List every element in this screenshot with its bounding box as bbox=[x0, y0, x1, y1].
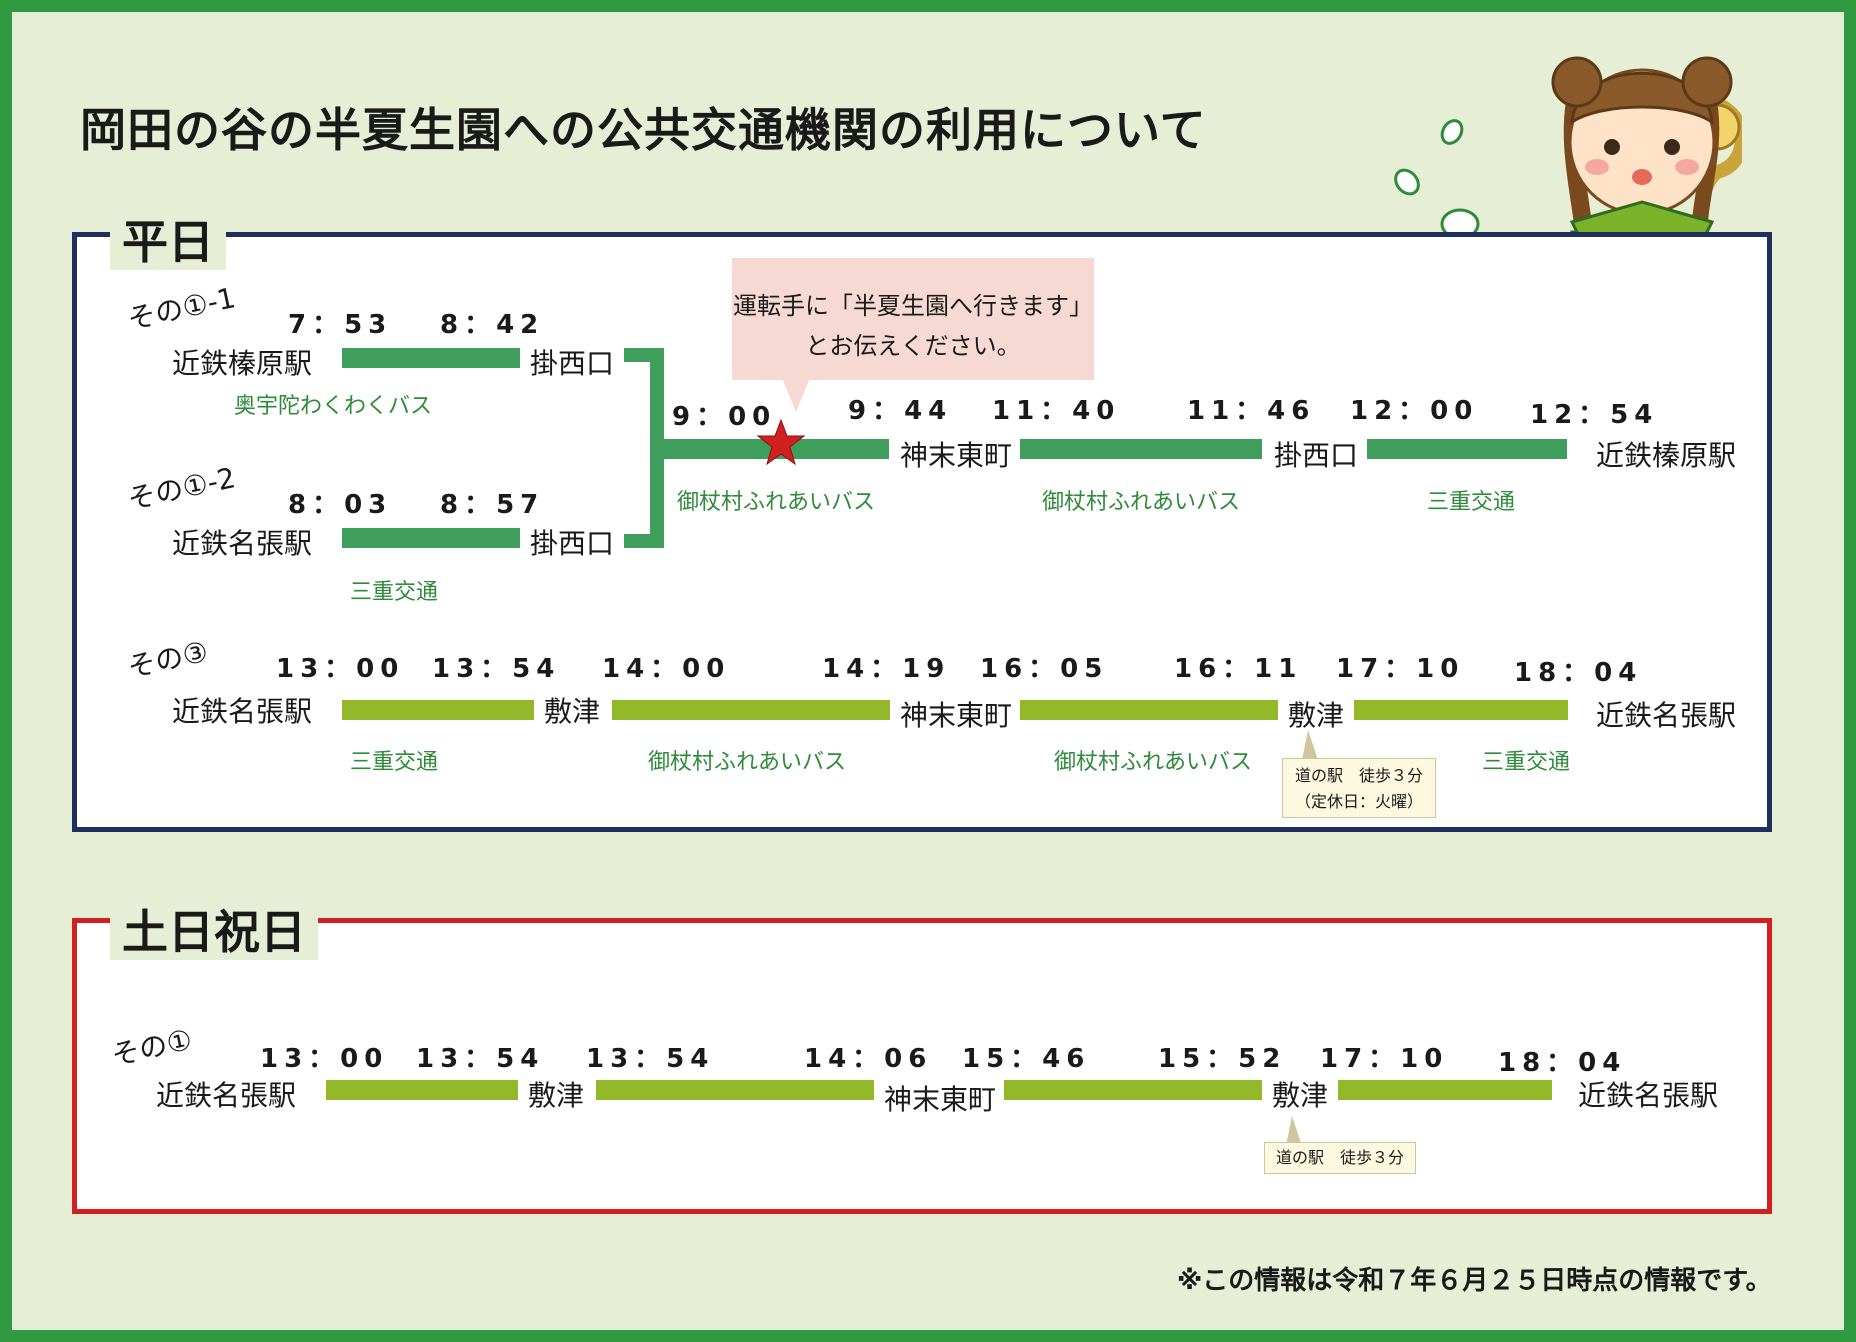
bus-segment bbox=[1367, 439, 1567, 459]
arrival-time: 12：54 bbox=[1530, 400, 1659, 430]
arrival-time: 8：57 bbox=[440, 490, 545, 520]
callout-line: 運転手に「半夏生園へ行きます」 bbox=[733, 292, 1093, 320]
info-date-footnote: ※この情報は令和７年６月２５日時点の情報です。 bbox=[1177, 1266, 1772, 1296]
bus-segment bbox=[1354, 700, 1568, 720]
merge-bracket-bottom bbox=[624, 534, 664, 548]
bus-segment bbox=[1020, 439, 1262, 459]
station-label: 敷津 bbox=[1272, 1079, 1329, 1112]
holiday-section-label: 土日祝日 bbox=[110, 904, 318, 960]
departure-time: 7：53 bbox=[288, 310, 393, 340]
roadside-station-note: 道の駅 徒歩３分 bbox=[1264, 1142, 1416, 1174]
station-label: 掛西口 bbox=[1274, 439, 1359, 472]
departure-time: 15：46 bbox=[962, 1044, 1091, 1074]
note-line: （定休日：火曜） bbox=[1294, 792, 1423, 811]
holiday-frame bbox=[72, 918, 1772, 1214]
departure-time: 11：40 bbox=[992, 396, 1121, 426]
bus-segment bbox=[1004, 1080, 1262, 1100]
operator-label: 三重交通 bbox=[350, 580, 439, 605]
operator-label: 御杖村ふれあいバス bbox=[677, 490, 876, 515]
driver-instruction-callout: 運転手に「半夏生園へ行きます」 とお伝えください。 bbox=[732, 258, 1094, 380]
departure-time: 16：05 bbox=[980, 654, 1109, 684]
merge-bracket-vertical bbox=[650, 348, 664, 548]
station-label: 敷津 bbox=[1288, 699, 1345, 732]
station-label: 掛西口 bbox=[530, 347, 615, 380]
star-marker-icon bbox=[756, 418, 806, 466]
station-label: 近鉄名張駅 bbox=[172, 695, 313, 728]
arrival-time: 13：54 bbox=[416, 1044, 545, 1074]
station-label: 近鉄名張駅 bbox=[1578, 1079, 1719, 1112]
arrival-time: 14：06 bbox=[804, 1044, 933, 1074]
callout-line: とお伝えください。 bbox=[805, 332, 1021, 360]
bus-segment bbox=[342, 528, 520, 548]
station-label: 近鉄榛原駅 bbox=[1596, 439, 1737, 472]
operator-label: 御杖村ふれあいバス bbox=[648, 750, 847, 775]
page-title: 岡田の谷の半夏生園への公共交通機関の利用について bbox=[80, 103, 1207, 157]
note-pointer bbox=[1302, 730, 1318, 760]
operator-label: 三重交通 bbox=[1482, 750, 1571, 775]
operator-label: 三重交通 bbox=[1427, 490, 1516, 515]
station-label: 神末東町 bbox=[884, 1083, 997, 1116]
departure-time: 8：03 bbox=[288, 490, 393, 520]
station-label: 敷津 bbox=[528, 1079, 585, 1112]
station-label: 近鉄名張駅 bbox=[1596, 699, 1737, 732]
station-label: 近鉄名張駅 bbox=[172, 527, 313, 560]
bus-segment bbox=[342, 348, 520, 368]
departure-time: 17：10 bbox=[1320, 1044, 1449, 1074]
departure-time: 9：00 bbox=[672, 402, 777, 432]
bus-segment bbox=[1338, 1080, 1552, 1100]
bus-segment bbox=[1020, 700, 1278, 720]
bus-segment bbox=[596, 1080, 874, 1100]
operator-label: 奥宇陀わくわくバス bbox=[234, 394, 433, 419]
callout-pointer bbox=[782, 378, 810, 412]
departure-time: 13：00 bbox=[276, 654, 405, 684]
arrival-time: 18：04 bbox=[1514, 658, 1643, 688]
operator-label: 御杖村ふれあいバス bbox=[1054, 750, 1253, 775]
bus-segment bbox=[342, 700, 534, 720]
departure-time: 14：00 bbox=[602, 654, 731, 684]
arrival-time: 13：54 bbox=[432, 654, 561, 684]
departure-time: 13：00 bbox=[260, 1044, 389, 1074]
roadside-station-note: 道の駅 徒歩３分 （定休日：火曜） bbox=[1282, 758, 1436, 818]
arrival-time: 11：46 bbox=[1187, 396, 1316, 426]
weekday-section-label: 平日 bbox=[110, 214, 226, 270]
arrival-time: 16：11 bbox=[1174, 654, 1303, 684]
departure-time: 13：54 bbox=[586, 1044, 715, 1074]
operator-label: 御杖村ふれあいバス bbox=[1042, 490, 1241, 515]
bus-segment bbox=[612, 700, 890, 720]
station-label: 神末東町 bbox=[900, 439, 1013, 472]
arrival-time: 18：04 bbox=[1498, 1048, 1627, 1078]
station-label: 近鉄榛原駅 bbox=[172, 347, 313, 380]
station-label: 神末東町 bbox=[900, 699, 1013, 732]
departure-time: 12：00 bbox=[1350, 396, 1479, 426]
bus-segment bbox=[326, 1080, 518, 1100]
station-label: 近鉄名張駅 bbox=[156, 1079, 297, 1112]
departure-time: 17：10 bbox=[1336, 654, 1465, 684]
station-label: 敷津 bbox=[544, 695, 601, 728]
arrival-time: 9：44 bbox=[848, 396, 953, 426]
arrival-time: 8：42 bbox=[440, 310, 545, 340]
station-label: 掛西口 bbox=[530, 527, 615, 560]
note-pointer bbox=[1286, 1116, 1302, 1146]
arrival-time: 14：19 bbox=[822, 654, 951, 684]
note-line: 道の駅 徒歩３分 bbox=[1294, 766, 1423, 785]
operator-label: 三重交通 bbox=[350, 750, 439, 775]
arrival-time: 15：52 bbox=[1158, 1044, 1287, 1074]
